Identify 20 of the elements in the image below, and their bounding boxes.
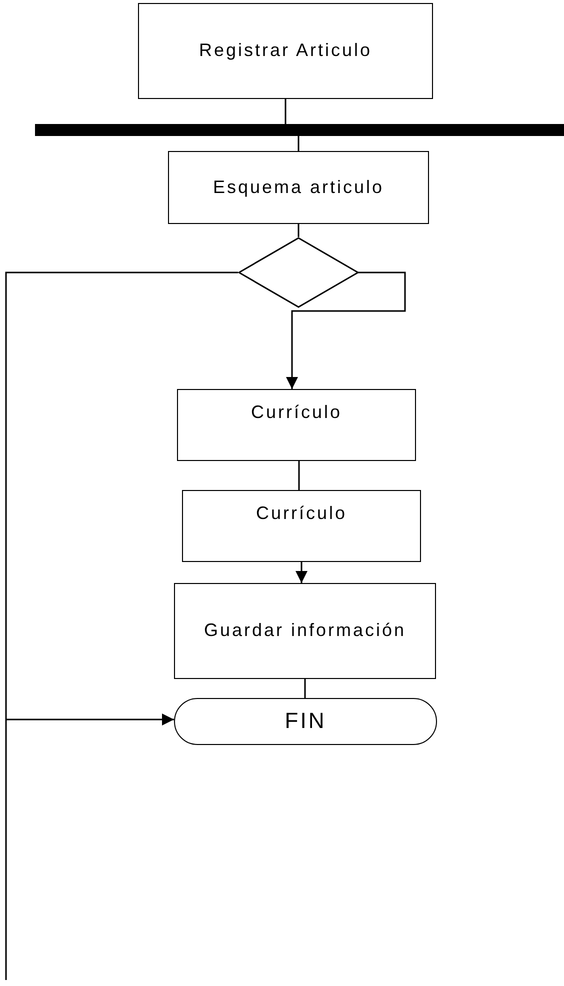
connector-line	[304, 679, 306, 698]
node-label: Currículo	[256, 503, 348, 525]
arrow	[5, 272, 239, 981]
process-box	[182, 490, 421, 562]
node-label: Registrar Articulo	[198, 40, 372, 62]
terminal-shape	[174, 698, 437, 745]
process-box	[138, 3, 433, 99]
node-label: Currículo	[250, 402, 342, 424]
connector-line	[298, 461, 300, 490]
process-box	[177, 389, 416, 461]
sync-bar	[35, 124, 564, 136]
connector-line	[298, 136, 300, 151]
connector-line	[284, 99, 286, 124]
node-label: FIN	[284, 708, 326, 735]
node-label: Guardar información	[204, 620, 406, 642]
process-box	[168, 151, 429, 224]
connector-line	[298, 224, 300, 237]
arrow	[296, 562, 308, 583]
process-box	[174, 583, 436, 679]
node-label: Esquema articulo	[212, 176, 384, 198]
